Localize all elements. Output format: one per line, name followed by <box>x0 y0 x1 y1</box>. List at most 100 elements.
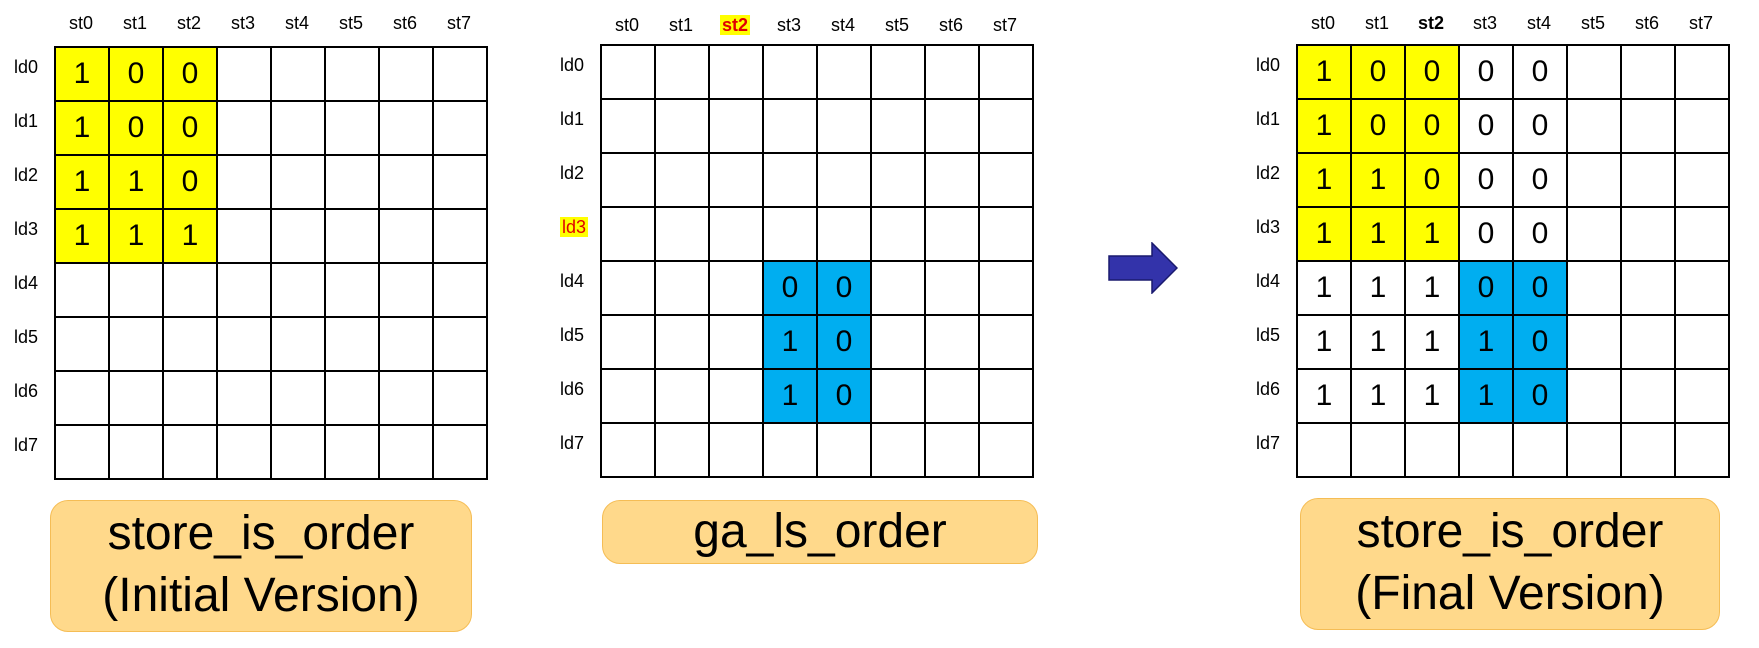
row-label: ld4 <box>560 271 585 291</box>
column-label: st4 <box>830 15 855 35</box>
matrix-cell <box>1620 260 1676 316</box>
matrix-cell <box>432 316 488 372</box>
matrix-cell: 0 <box>816 314 872 370</box>
matrix-cell <box>432 370 488 426</box>
matrix-cell <box>708 314 764 370</box>
column-label: st1 <box>668 15 693 35</box>
caption-final: store_is_order(Final Version) <box>1300 498 1720 630</box>
matrix-cell: 0 <box>762 260 818 316</box>
matrix-cell <box>270 208 326 264</box>
row-label: ld0 <box>1256 55 1281 75</box>
matrix-cell <box>1566 368 1622 424</box>
matrix-cell <box>654 152 710 208</box>
matrix-cell <box>654 206 710 262</box>
row-label: ld2 <box>1256 163 1281 183</box>
matrix-cell: 0 <box>1404 44 1460 100</box>
row-label: ld0 <box>14 57 39 77</box>
row-label: ld0 <box>560 55 585 75</box>
caption-line: (Final Version) <box>1355 567 1665 620</box>
matrix-cell: 0 <box>1512 368 1568 424</box>
matrix-cell <box>708 152 764 208</box>
matrix-cell <box>924 98 980 154</box>
matrix-cell: 0 <box>162 154 218 210</box>
matrix-cell <box>924 44 980 100</box>
matrix-cell <box>378 370 434 426</box>
column-label: st1 <box>1364 13 1389 33</box>
matrix-cell <box>1566 98 1622 154</box>
matrix-cell <box>816 98 872 154</box>
matrix-cell <box>108 262 164 318</box>
matrix-cell <box>54 424 110 480</box>
matrix-row <box>54 424 488 480</box>
matrix-cell: 1 <box>1404 314 1460 370</box>
matrix-cell <box>270 424 326 480</box>
matrix-cell <box>708 422 764 478</box>
row-label: ld3 <box>1256 217 1281 237</box>
column-label: st0 <box>614 15 639 35</box>
matrix-cell <box>1566 260 1622 316</box>
matrix-row <box>54 262 488 318</box>
matrix-cell <box>978 98 1034 154</box>
matrix-cell <box>600 368 656 424</box>
column-label: st0 <box>1310 13 1335 33</box>
matrix-row <box>600 206 1034 262</box>
matrix-cell <box>216 424 272 480</box>
row-label: ld3 <box>560 217 589 237</box>
matrix-cell: 1 <box>762 314 818 370</box>
matrix-cell: 1 <box>1458 368 1514 424</box>
matrix-cell <box>1404 422 1460 478</box>
column-label: st4 <box>1526 13 1551 33</box>
matrix-cell <box>654 422 710 478</box>
matrix-row <box>600 152 1034 208</box>
matrix-cell: 1 <box>54 46 110 102</box>
matrix-cell <box>978 44 1034 100</box>
matrix-cell <box>708 368 764 424</box>
matrix-cell <box>708 98 764 154</box>
matrix-cell: 0 <box>1458 206 1514 262</box>
matrix-cell <box>270 100 326 156</box>
matrix-cell <box>924 260 980 316</box>
matrix-cell <box>378 100 434 156</box>
matrix-cell: 0 <box>1512 314 1568 370</box>
matrix-cell <box>378 316 434 372</box>
matrix-cell <box>54 316 110 372</box>
matrix-cell <box>978 260 1034 316</box>
row-label: ld1 <box>560 109 585 129</box>
matrix-cell <box>1620 422 1676 478</box>
matrix-cell <box>870 260 926 316</box>
matrix-cell: 1 <box>162 208 218 264</box>
column-label: st5 <box>1580 13 1605 33</box>
matrix-cell <box>762 98 818 154</box>
row-label: ld4 <box>14 273 39 293</box>
column-label: st6 <box>938 15 963 35</box>
matrix-cell: 1 <box>1296 152 1352 208</box>
matrix-cell <box>762 206 818 262</box>
matrix-cell: 1 <box>1404 206 1460 262</box>
matrix-cell: 1 <box>54 208 110 264</box>
matrix-cell: 0 <box>1512 44 1568 100</box>
matrix-cell <box>216 208 272 264</box>
matrix-cell <box>270 46 326 102</box>
matrix-cell: 1 <box>1350 206 1406 262</box>
matrix-cell <box>1620 44 1676 100</box>
matrix-cell <box>978 314 1034 370</box>
matrix-cell <box>162 370 218 426</box>
matrix-cell <box>1620 98 1676 154</box>
row-label: ld7 <box>1256 433 1281 453</box>
matrix-cell: 0 <box>1512 152 1568 208</box>
matrix-cell <box>54 370 110 426</box>
matrix-cell <box>870 98 926 154</box>
matrix-cell: 1 <box>1296 98 1352 154</box>
matrix-row <box>54 316 488 372</box>
matrix-cell: 0 <box>1512 260 1568 316</box>
matrix-cell: 0 <box>162 46 218 102</box>
matrix-cell: 1 <box>1350 314 1406 370</box>
